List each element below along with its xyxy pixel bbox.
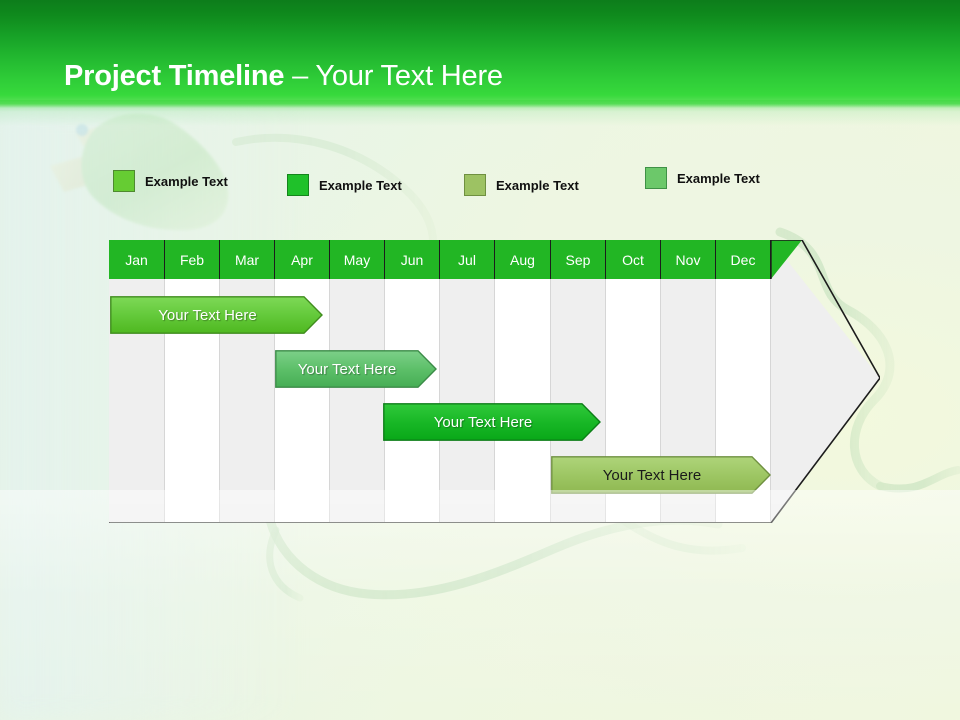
month-label: Feb <box>179 251 205 268</box>
month-label: Dec <box>730 251 756 268</box>
month-cell-aug[interactable]: Aug <box>495 240 551 279</box>
header-fade <box>0 100 960 126</box>
gantt-bar-label: Your Text Here <box>158 306 257 324</box>
month-cell-feb[interactable]: Feb <box>165 240 220 279</box>
legend-label: Example Text <box>677 170 760 186</box>
month-cell-oct[interactable]: Oct <box>606 240 661 279</box>
legend-item-2[interactable]: Example Text <box>287 174 402 196</box>
legend-swatch-icon <box>645 167 667 189</box>
gantt-bar-shape <box>551 456 771 494</box>
month-cell-dec[interactable]: Dec <box>716 240 771 279</box>
month-cell-nov[interactable]: Nov <box>661 240 716 279</box>
month-label: Mar <box>234 251 260 268</box>
month-label: Jun <box>400 251 424 268</box>
month-cell-mar[interactable]: Mar <box>220 240 275 279</box>
page-title-light: – Your Text Here <box>284 60 503 92</box>
month-cell-jun[interactable]: Jun <box>385 240 440 279</box>
gantt-bar-shape <box>275 350 437 388</box>
gantt-bar-label: Your Text Here <box>602 466 702 484</box>
month-label: Sep <box>565 251 591 268</box>
legend-item-4[interactable]: Example Text <box>645 167 760 189</box>
month-label: Oct <box>622 251 644 268</box>
month-label: Jul <box>458 251 476 268</box>
month-cell-jan[interactable]: Jan <box>109 240 165 279</box>
legend-label: Example Text <box>319 177 402 193</box>
chart-arrow-outline <box>109 240 880 523</box>
gantt-bar-label: Your Text Here <box>297 360 397 378</box>
grid-column <box>330 279 385 522</box>
month-label: Apr <box>291 251 313 268</box>
legend-label: Example Text <box>145 173 228 189</box>
gantt-bar-4[interactable]: Your Text Here <box>551 456 771 494</box>
grid-column <box>440 279 495 522</box>
grid-column <box>495 279 551 522</box>
month-cell-may[interactable]: May <box>330 240 385 279</box>
legend-item-1[interactable]: Example Text <box>113 170 228 192</box>
gantt-bar-label: Your Text Here <box>433 413 533 431</box>
gantt-bar-2[interactable]: Your Text Here <box>275 350 437 388</box>
gantt-bar-shape <box>110 296 323 334</box>
gantt-bar-shape <box>383 403 601 441</box>
gantt-bar-1[interactable]: Your Text Here <box>110 296 323 334</box>
page-title: Project Timeline – Your Text Here <box>64 60 503 93</box>
legend-item-3[interactable]: Example Text <box>464 174 579 196</box>
legend-label: Example Text <box>496 177 579 193</box>
month-label: Nov <box>675 251 701 268</box>
month-cell-apr[interactable]: Apr <box>275 240 330 279</box>
plug-illustration-icon <box>50 113 229 231</box>
month-header-row: Jan Feb Mar Apr May Jun Jul Aug Sep Oct … <box>109 240 771 279</box>
timeline-chart: Jan Feb Mar Apr May Jun Jul Aug Sep Oct … <box>109 240 880 523</box>
header-banner <box>0 0 960 108</box>
month-label: Aug <box>510 251 535 268</box>
legend-swatch-icon <box>464 174 486 196</box>
grid-column <box>385 279 440 522</box>
page-title-strong: Project Timeline <box>64 60 285 92</box>
month-cell-sep[interactable]: Sep <box>551 240 606 279</box>
month-label: Jan <box>125 251 148 268</box>
month-cell-jul[interactable]: Jul <box>440 240 495 279</box>
legend-swatch-icon <box>113 170 135 192</box>
month-label: May <box>343 251 371 268</box>
legend-swatch-icon <box>287 174 309 196</box>
gantt-bar-3[interactable]: Your Text Here <box>383 403 601 441</box>
